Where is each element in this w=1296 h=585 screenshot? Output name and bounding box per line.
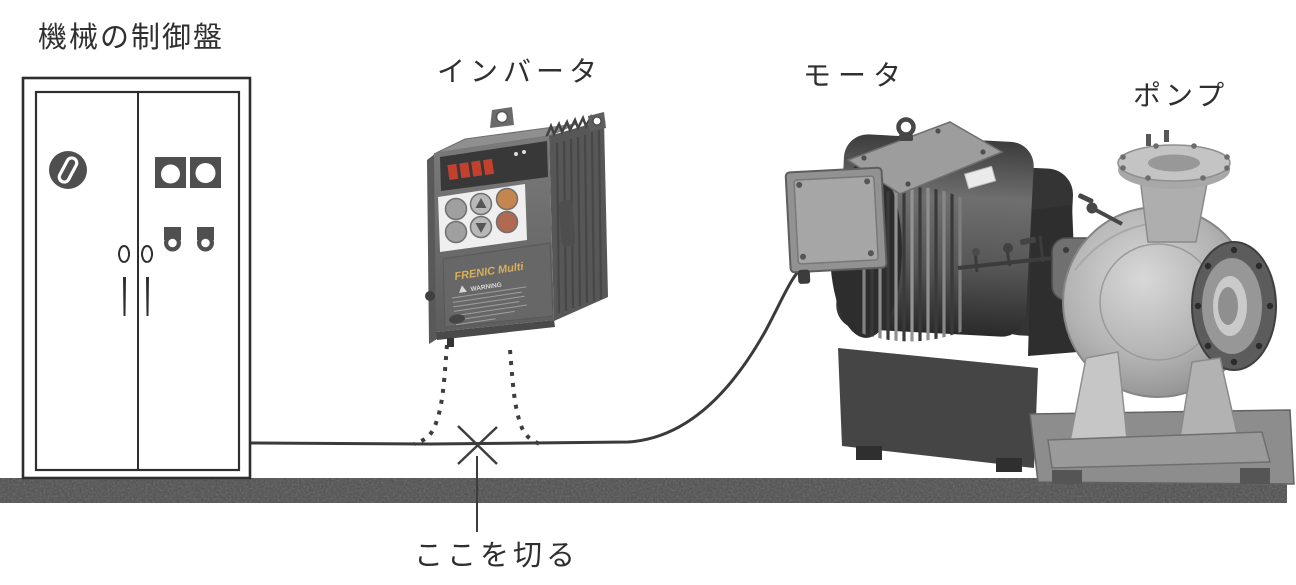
warning-triangle-icon [459, 285, 467, 293]
inverter-foot [447, 338, 454, 347]
display-indicator-dot-1 [514, 152, 518, 156]
cut-x-icon [457, 425, 498, 465]
control-panel-cabinet [21, 76, 252, 480]
power-cable [249, 263, 806, 446]
machine-feet [856, 446, 1270, 484]
motor-label: モータ [803, 61, 909, 92]
inverter-branch-dotted-right [508, 349, 541, 446]
warning-text: WARNING [470, 282, 502, 294]
lifting-eye-bolt [896, 117, 916, 141]
side-knob [425, 291, 435, 301]
cable-gland [797, 269, 811, 284]
push-button-left [164, 227, 181, 252]
cooling-pipes [957, 235, 1053, 273]
suction-flange [1191, 241, 1277, 371]
mounting-tab-top [490, 107, 514, 128]
down-arrow-icon [475, 223, 487, 233]
inverter-label: インバータ [437, 57, 603, 88]
keypad-button [444, 197, 468, 221]
keypad-button [444, 220, 468, 244]
rotary-switch-slot [57, 156, 79, 184]
rotary-switch-dial [49, 151, 87, 189]
indicator-lamp-right [190, 157, 221, 188]
display-indicator-dot-2 [522, 150, 526, 154]
side-latch [558, 199, 576, 247]
led-display-bezel [440, 141, 548, 191]
mounting-tab-right [588, 112, 606, 131]
inverter-unit: FRENIC Multi WARNING [425, 107, 608, 347]
mounting-hole-top [495, 110, 509, 124]
motor-pump-assembly [784, 117, 1295, 485]
flange-stud [1164, 130, 1169, 142]
discharge-bore [1148, 154, 1200, 172]
up-arrow-icon [475, 198, 487, 208]
door-handle-right [141, 245, 154, 317]
indicator-lamp-left [155, 157, 186, 188]
terminal-box-screws [796, 178, 874, 260]
inverter-bottom-edge [436, 320, 555, 340]
warning-label: WARNING [459, 282, 502, 294]
suction-flange-bolts [1194, 246, 1274, 366]
discharge-flange-bolts [1120, 143, 1230, 181]
door-handle-left [118, 245, 131, 317]
pump-label: ポンプ [1133, 81, 1229, 112]
led-display-digits [447, 158, 495, 180]
flange-stud [1146, 134, 1151, 146]
cut-mark [413, 344, 541, 532]
cut-here-label: ここを切る [414, 540, 580, 572]
pump-foot-plate [1047, 431, 1271, 469]
spec-label-lines [451, 286, 527, 326]
top-cover-screws [861, 128, 986, 187]
valve-handle [1019, 236, 1037, 246]
keypad-stop-button [495, 210, 519, 234]
spec-label-area [442, 242, 554, 328]
inverter-branch-dotted-left [413, 344, 449, 446]
fuji-logo-mark [449, 314, 465, 324]
terminal-box-lid [793, 175, 879, 265]
motor-label-sticker [963, 165, 997, 190]
mounting-hole-right [592, 116, 602, 126]
drain-cock [1078, 193, 1123, 226]
keypad-buttons [444, 187, 519, 244]
discharge-flange [1117, 130, 1231, 189]
terminal-box [784, 166, 888, 284]
base-plate-motor [838, 348, 1038, 468]
push-button-right [197, 227, 214, 252]
control-panel-label: 機械の制御盤 [38, 22, 225, 54]
keypad-run-button [495, 187, 519, 211]
